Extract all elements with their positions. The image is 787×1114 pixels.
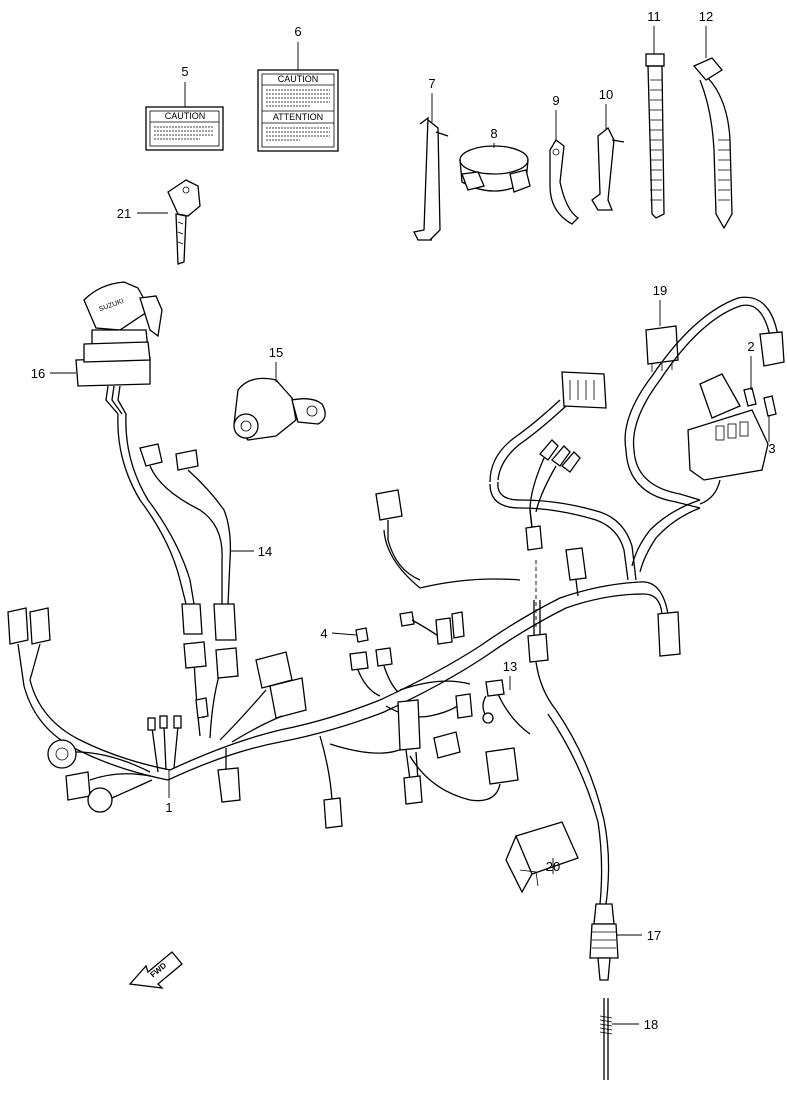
callout-1: 1 [165,800,172,815]
cable-tie-11 [645,53,665,219]
callout-15: 15 [269,345,283,360]
caution-label-large-text: CAUTION [278,74,319,84]
caution-attention-label: CAUTION ATTENTION [257,69,339,152]
oxygen-sensor [547,709,619,981]
callout-17: 17 [647,928,661,943]
leader-lines [50,26,770,1025]
callout-13: 13 [503,659,517,674]
switch-connector [233,377,326,441]
main-harness [7,481,701,829]
main-harness-right-branch [624,296,785,509]
sub-harness [139,443,237,641]
wire-clamp-10 [591,126,625,211]
callout-5: 5 [181,64,188,79]
fuse-3 [763,395,777,417]
control-unit [505,821,579,894]
cable-tie-12 [692,57,733,230]
callout-20: 20 [546,859,560,874]
ground-lead [482,679,531,735]
spring [599,998,613,1080]
callout-10: 10 [599,87,613,102]
callout-numbers: 1 2 3 4 5 6 7 8 9 10 11 12 13 14 15 16 1… [31,9,776,1032]
multi-pin-connector-upper [489,371,607,483]
hose-clamp [413,116,449,241]
ignition-switch-assembly: SUZUKI [75,281,195,605]
callout-7: 7 [428,76,435,91]
callout-6: 6 [294,24,301,39]
callout-9: 9 [552,93,559,108]
callout-16: 16 [31,366,45,381]
callout-8: 8 [490,126,497,141]
wire-clamp-9 [549,139,580,225]
attention-label-text: ATTENTION [273,112,323,122]
fuse-box [687,373,769,505]
callout-2: 2 [747,339,754,354]
callout-18: 18 [644,1017,658,1032]
ignition-key [167,179,201,265]
callout-12: 12 [699,9,713,24]
relay [645,325,679,372]
callout-14: 14 [258,544,272,559]
forward-direction-arrow: FWD [128,951,183,989]
callout-21: 21 [117,206,131,221]
callout-11: 11 [647,9,661,24]
callout-3: 3 [768,441,775,456]
callout-19: 19 [653,283,667,298]
bullet-connectors-upper [529,439,581,529]
callout-4: 4 [320,626,327,641]
caution-label-small-text: CAUTION [165,111,206,121]
fuse-2 [743,387,757,407]
band-clamp [459,145,531,193]
caution-label-small: CAUTION [145,106,224,151]
